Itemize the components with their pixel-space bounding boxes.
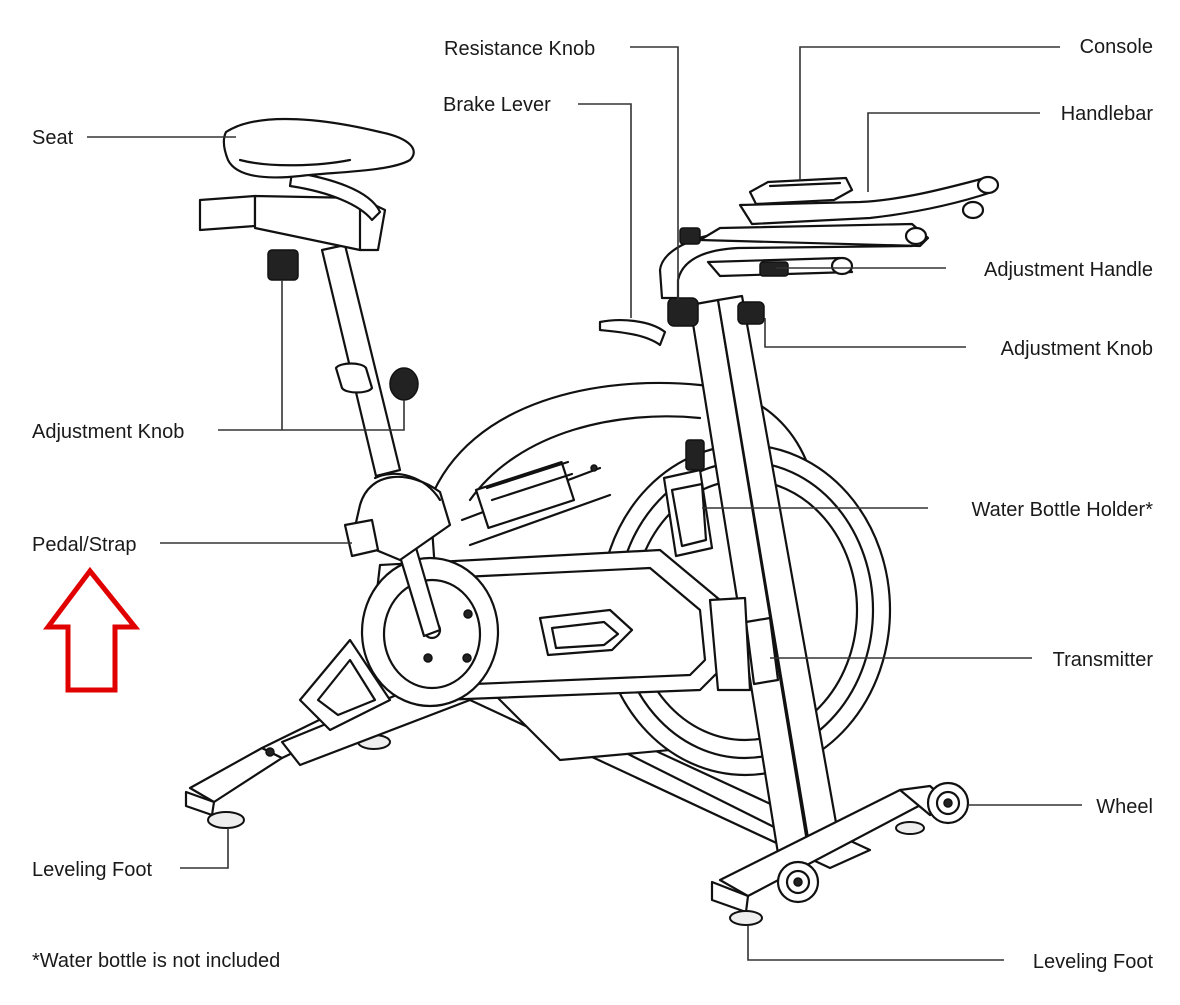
front-post — [598, 294, 842, 868]
callout-labels: Seat Resistance Knob Brake Lever Console… — [32, 36, 1153, 973]
label-wheel: Wheel — [1096, 796, 1153, 818]
footnote: *Water bottle is not included — [32, 950, 280, 972]
handlebar-assembly — [658, 175, 1000, 300]
label-adjustment-knob-left: Adjustment Knob — [32, 421, 184, 443]
label-brake-lever: Brake Lever — [443, 94, 551, 116]
label-adjustment-handle: Adjustment Handle — [984, 259, 1153, 281]
label-water-bottle-holder: Water Bottle Holder* — [971, 499, 1153, 521]
label-seat: Seat — [32, 127, 74, 149]
label-transmitter: Transmitter — [1053, 649, 1154, 671]
label-resistance-knob: Resistance Knob — [444, 38, 595, 60]
seat-assembly — [198, 117, 419, 478]
label-handlebar: Handlebar — [1061, 103, 1154, 125]
red-up-arrow — [43, 566, 141, 693]
label-console: Console — [1080, 36, 1153, 58]
label-adjustment-knob-right: Adjustment Knob — [1001, 338, 1153, 360]
label-leveling-foot-left: Leveling Foot — [32, 859, 153, 881]
label-pedal-strap: Pedal/Strap — [32, 534, 137, 556]
bike-illustration — [184, 117, 1000, 926]
leader-lines — [87, 46, 1082, 961]
front-stabilizer — [710, 781, 970, 926]
label-leveling-foot-right: Leveling Foot — [1033, 951, 1154, 973]
